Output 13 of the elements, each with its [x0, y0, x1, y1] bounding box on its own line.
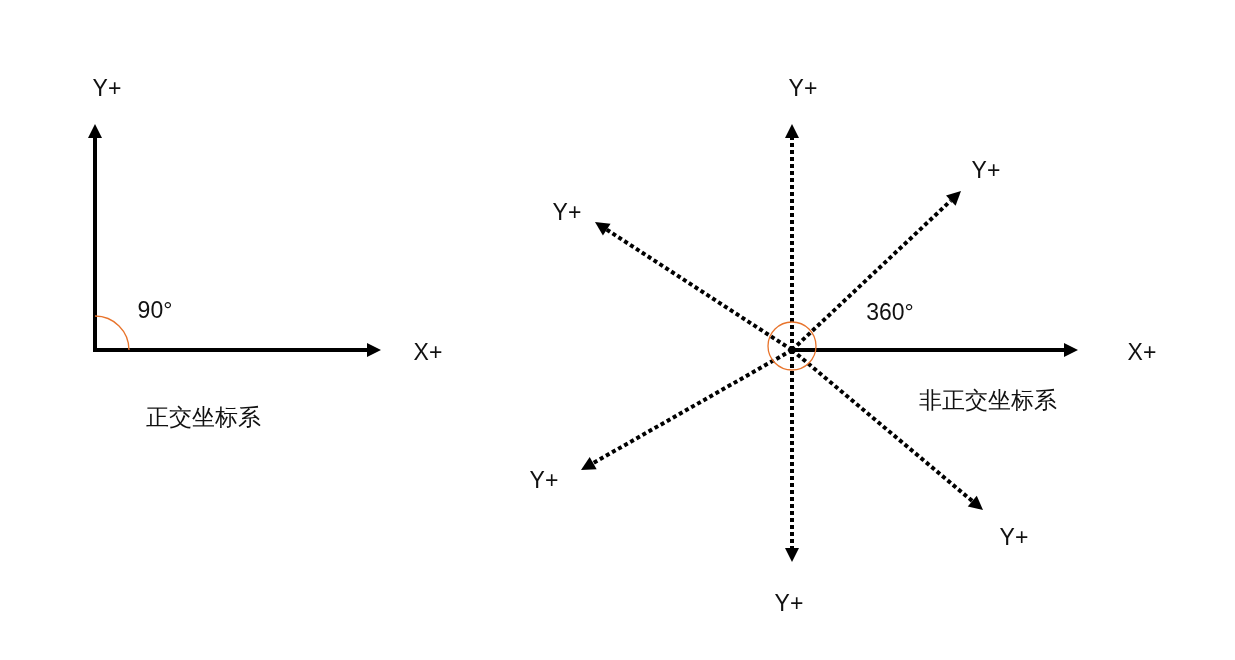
system-caption: 非正交坐标系: [919, 386, 1057, 414]
axis-label: Y+: [971, 156, 1001, 184]
axis-label: Y+: [552, 198, 582, 226]
axis-label: Y+: [92, 74, 122, 102]
axis-label: Y+: [774, 589, 804, 617]
angle-label: 90°: [137, 296, 173, 324]
angle-label: 360°: [866, 298, 914, 326]
axis-label: X+: [413, 338, 443, 366]
axis-label: Y+: [529, 466, 559, 494]
system-caption: 正交坐标系: [145, 403, 261, 431]
axis-label: Y+: [999, 523, 1029, 551]
axis-label: Y+: [788, 74, 818, 102]
axis-label: X+: [1127, 338, 1157, 366]
